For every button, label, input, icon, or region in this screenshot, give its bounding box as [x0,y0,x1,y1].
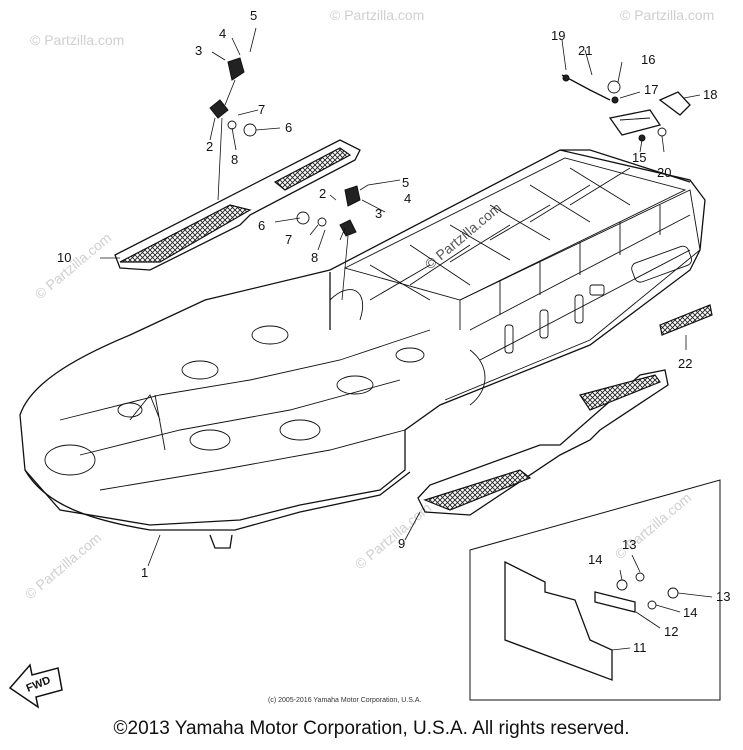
callout-8: 8 [311,250,318,265]
frame-assembly [19,149,706,549]
callout-2: 2 [206,139,213,154]
callout-13: 13 [716,589,730,604]
callout-9: 9 [398,536,405,551]
callout-10: 10 [57,250,71,265]
callout-13: 13 [622,537,636,552]
callout-7: 7 [285,232,292,247]
callout-22: 22 [678,356,692,371]
watermark-text: © Partzilla.com [352,499,435,572]
callout-6: 6 [285,120,292,135]
decal-plate [659,304,713,350]
callout-16: 16 [641,52,655,67]
callout-18: 18 [703,87,717,102]
callout-11: 11 [633,640,647,655]
rear-bracket-assembly [561,39,701,153]
panel-group [469,479,721,701]
callout-15: 15 [632,150,646,165]
hinge-bracket-lower [274,179,401,301]
watermark-text: © Partzilla.com [620,7,714,23]
callout-1: 1 [141,565,148,580]
watermark-text: © Partzilla.com [22,529,105,602]
callout-20: 20 [657,165,671,180]
callout-14: 14 [683,605,697,620]
callout-14: 14 [588,552,602,567]
callout-3: 3 [195,43,202,58]
belly-pan-details [44,289,486,491]
watermark-text: © Partzilla.com [330,7,424,23]
copyright-footer: ©2013 Yamaha Motor Corporation, U.S.A. A… [113,718,630,739]
watermark-text: © Partzilla.com [32,229,115,302]
callout-6: 6 [258,218,265,233]
callout-12: 12 [664,624,678,639]
callout-7: 7 [258,102,265,117]
tunnel-slots [504,245,692,354]
callout-2: 2 [319,186,326,201]
callout-numbers: 1 2 2 3 3 4 4 5 5 6 6 7 7 8 8 9 10 11 12… [57,8,730,655]
callout-4: 4 [404,191,411,206]
watermark-text: © Partzilla.com [30,32,124,48]
callout-21: 21 [578,43,592,58]
tunnel-cross-bracing [369,167,691,361]
hinge-bracket-upper [209,27,281,201]
callout-8: 8 [231,152,238,167]
hull-skid [209,534,233,549]
small-copyright-note: (c) 2005-2016 Yamaha Motor Corporation, … [268,697,422,704]
left-step-plate [114,139,361,271]
callout-19: 19 [551,28,565,43]
callout-5: 5 [250,8,257,23]
callout-5: 5 [402,175,409,190]
right-step-plate [417,369,669,516]
watermark-layer: © Partzilla.com © Partzilla.com © Partzi… [22,7,715,602]
callout-17: 17 [644,82,658,97]
fwd-arrow-icon: FWD [8,663,63,709]
callout-3: 3 [375,206,382,221]
callout-4: 4 [219,26,226,41]
main-leaders [100,257,421,567]
fwd-label: FWD [25,674,53,695]
